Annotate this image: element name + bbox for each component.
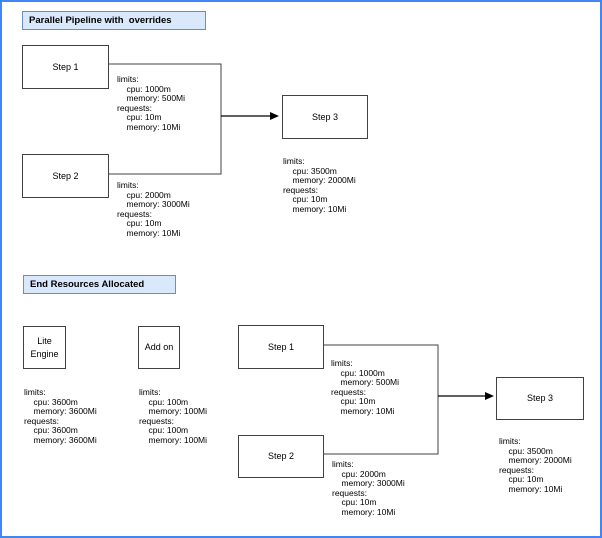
resources-add-on: limits: cpu: 100m memory: 100Mi requests… xyxy=(139,387,208,445)
resources-step1-bottom: limits: cpu: 1000m memory: 500Mi request… xyxy=(331,358,400,416)
node-step1-top: Step 1 xyxy=(22,45,109,89)
node-step3-bottom: Step 3 xyxy=(496,377,584,420)
section-header-end-resources: End Resources Allocated xyxy=(23,275,176,294)
node-step1-bottom-label: Step 1 xyxy=(267,341,295,352)
node-step3-bottom-label: Step 3 xyxy=(526,393,554,403)
node-step2-bottom-label: Step 2 xyxy=(267,451,295,461)
node-step3-top-label: Step 3 xyxy=(311,111,339,122)
resources-step3-bottom: limits: cpu: 3500m memory: 2000Mi reques… xyxy=(499,436,572,494)
node-step2-top-label: Step 2 xyxy=(52,170,79,181)
node-lite-engine: Lite Engine xyxy=(23,326,66,369)
node-step2-top: Step 2 xyxy=(22,154,109,198)
node-step1-top-label: Step 1 xyxy=(52,61,79,72)
resources-step1-top: limits: cpu: 1000m memory: 500Mi request… xyxy=(117,74,186,132)
node-step3-top: Step 3 xyxy=(282,95,368,139)
edge-bottom-arrowhead xyxy=(485,392,494,400)
resources-step2-top: limits: cpu: 2000m memory: 3000Mi reques… xyxy=(117,180,190,238)
node-lite-engine-label: Lite Engine xyxy=(30,335,59,359)
section-header-parallel-pipeline: Parallel Pipeline with overrides xyxy=(22,11,206,30)
resources-step2-bottom: limits: cpu: 2000m memory: 3000Mi reques… xyxy=(332,459,405,517)
resources-lite-engine: limits: cpu: 3600m memory: 3600Mi reques… xyxy=(24,387,97,445)
resources-step3-top: limits: cpu: 3500m memory: 2000Mi reques… xyxy=(283,156,356,214)
edge-top-arrowhead xyxy=(270,112,279,120)
node-step2-bottom: Step 2 xyxy=(238,435,324,478)
node-add-on-label: Add on xyxy=(144,342,174,352)
node-add-on: Add on xyxy=(138,326,180,369)
node-step1-bottom: Step 1 xyxy=(238,325,324,369)
